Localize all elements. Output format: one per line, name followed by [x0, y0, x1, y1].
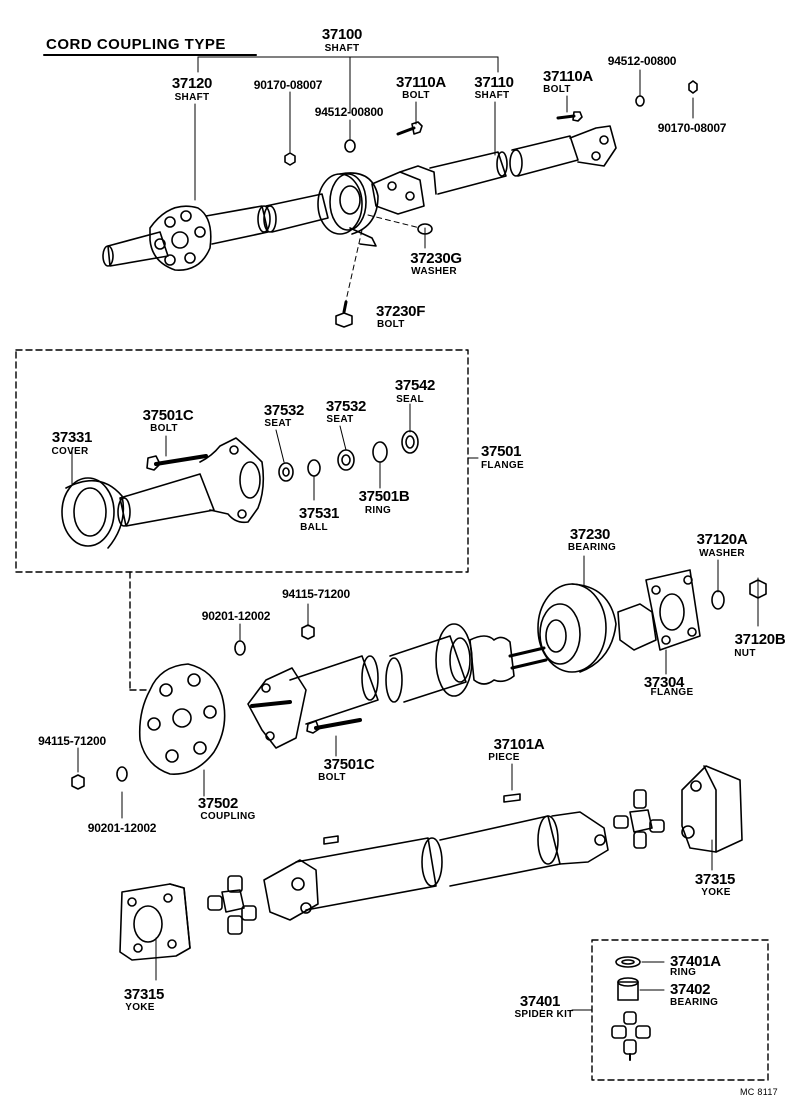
- diagram-title: CORD COUPLING TYPE: [46, 36, 226, 53]
- label-37101A-name: PIECE: [488, 752, 520, 763]
- flange-detail-parts: [61, 403, 419, 549]
- label-37230-num: 37230: [569, 526, 611, 543]
- label-94115-b: 94115-71200: [38, 734, 106, 748]
- label-94512-b: 94512-00800: [607, 54, 677, 68]
- label-37110A-a-num: 37110A: [396, 74, 446, 91]
- label-37502-name: COUPLING: [200, 811, 256, 822]
- label-37402-name: BEARING: [670, 997, 719, 1008]
- label-37101A-num: 37101A: [493, 736, 545, 753]
- label-90170-b: 90170-08007: [657, 121, 727, 135]
- label-94115-a: 94115-71200: [282, 587, 350, 601]
- label-37120B-name: NUT: [734, 648, 756, 659]
- label-37120-num: 37120: [171, 75, 213, 92]
- label-37120A-name: WASHER: [699, 548, 745, 559]
- label-37501B-num: 37501B: [358, 488, 410, 505]
- label-37315-a-num: 37315: [694, 871, 736, 888]
- label-90170-a: 90170-08007: [253, 78, 323, 92]
- label-37120A-num: 37120A: [696, 531, 748, 548]
- label-37230-name: BEARING: [567, 542, 617, 553]
- label-37304-num: 37304: [643, 674, 685, 691]
- label-37110A-a-name: BOLT: [402, 90, 430, 101]
- label-37401A-name: RING: [670, 967, 697, 978]
- label-37501-name: FLANGE: [481, 460, 524, 471]
- label-37501-num: 37501: [481, 443, 522, 460]
- label-37110-num: 37110: [474, 74, 514, 91]
- label-37230F-num: 37230F: [376, 303, 426, 320]
- label-37401-num: 37401: [519, 993, 561, 1010]
- label-37110A-b-name: BOLT: [543, 84, 571, 95]
- middle-assembly: [71, 555, 767, 981]
- top-hardware: [284, 80, 698, 328]
- label-37331-num: 37331: [51, 429, 93, 446]
- top-leader-lines: [194, 56, 694, 306]
- label-37304-name: FLANGE: [650, 687, 694, 698]
- label-37230F-name: BOLT: [377, 319, 405, 330]
- label-37532-a-num: 37532: [263, 402, 305, 419]
- label-37501C-b-num: 37501C: [323, 756, 375, 773]
- flange-detail-box: [15, 349, 479, 691]
- label-90201-a: 90201-12002: [201, 609, 271, 623]
- label-37315-a-name: YOKE: [701, 887, 731, 898]
- spider-kit-box: [571, 939, 769, 1081]
- label-37230G-name: WASHER: [411, 266, 457, 277]
- label-37401-name: SPIDER KIT: [514, 1009, 574, 1020]
- bottom-assembly: [119, 765, 743, 961]
- label-37501B-name: RING: [364, 505, 392, 516]
- label-37532-a-name: SEAT: [264, 418, 292, 429]
- label-37230G-num: 37230G: [410, 250, 462, 267]
- label-37501C-b-name: BOLT: [318, 772, 346, 783]
- label-90201-b: 90201-12002: [87, 821, 157, 835]
- label-37502-num: 37502: [197, 795, 239, 812]
- label-37120-name: SHAFT: [174, 92, 210, 103]
- label-94512-a: 94512-00800: [314, 105, 384, 119]
- label-37532-b-name: SEAT: [326, 414, 354, 425]
- label-37542-num: 37542: [394, 377, 436, 394]
- label-37110-name: SHAFT: [474, 90, 510, 101]
- top-shaft-assembly: [102, 125, 617, 271]
- label-37120B-num: 37120B: [734, 631, 786, 648]
- label-37532-b-num: 37532: [325, 398, 367, 415]
- label-37531-num: 37531: [298, 505, 340, 522]
- label-37315-b-num: 37315: [123, 986, 165, 1003]
- label-37501C-a-num: 37501C: [142, 407, 194, 424]
- label-37542-name: SEAL: [396, 394, 424, 405]
- label-37100-name: SHAFT: [324, 43, 360, 54]
- label-37100-num: 37100: [321, 26, 363, 43]
- label-37501C-a-name: BOLT: [150, 423, 178, 434]
- label-37331-name: COVER: [51, 446, 89, 457]
- label-37401A-num: 37401A: [670, 953, 721, 970]
- label-37110A-b-num: 37110A: [543, 68, 593, 85]
- drawing-code: MC 8117: [740, 1087, 778, 1097]
- label-37315-b-name: YOKE: [125, 1002, 155, 1013]
- label-37402-num: 37402: [670, 981, 711, 998]
- label-37531-name: BALL: [300, 522, 328, 533]
